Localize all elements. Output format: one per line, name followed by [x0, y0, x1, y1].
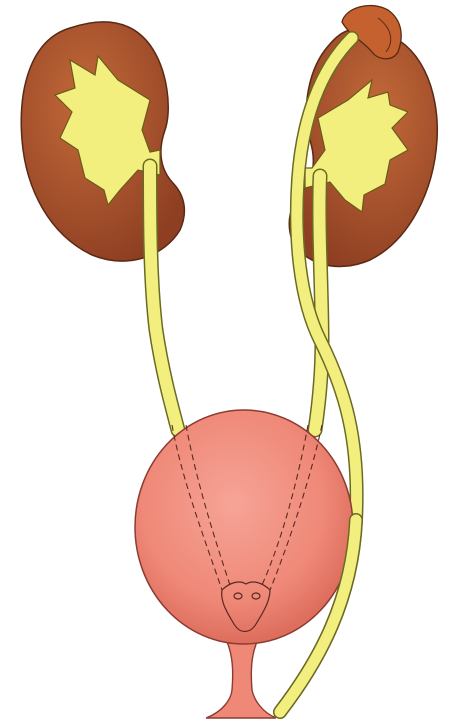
left-kidney	[21, 22, 184, 261]
right-kidney	[289, 29, 437, 266]
right-ureter-fill	[315, 176, 322, 430]
urethra	[206, 632, 276, 718]
bladder	[135, 410, 353, 644]
